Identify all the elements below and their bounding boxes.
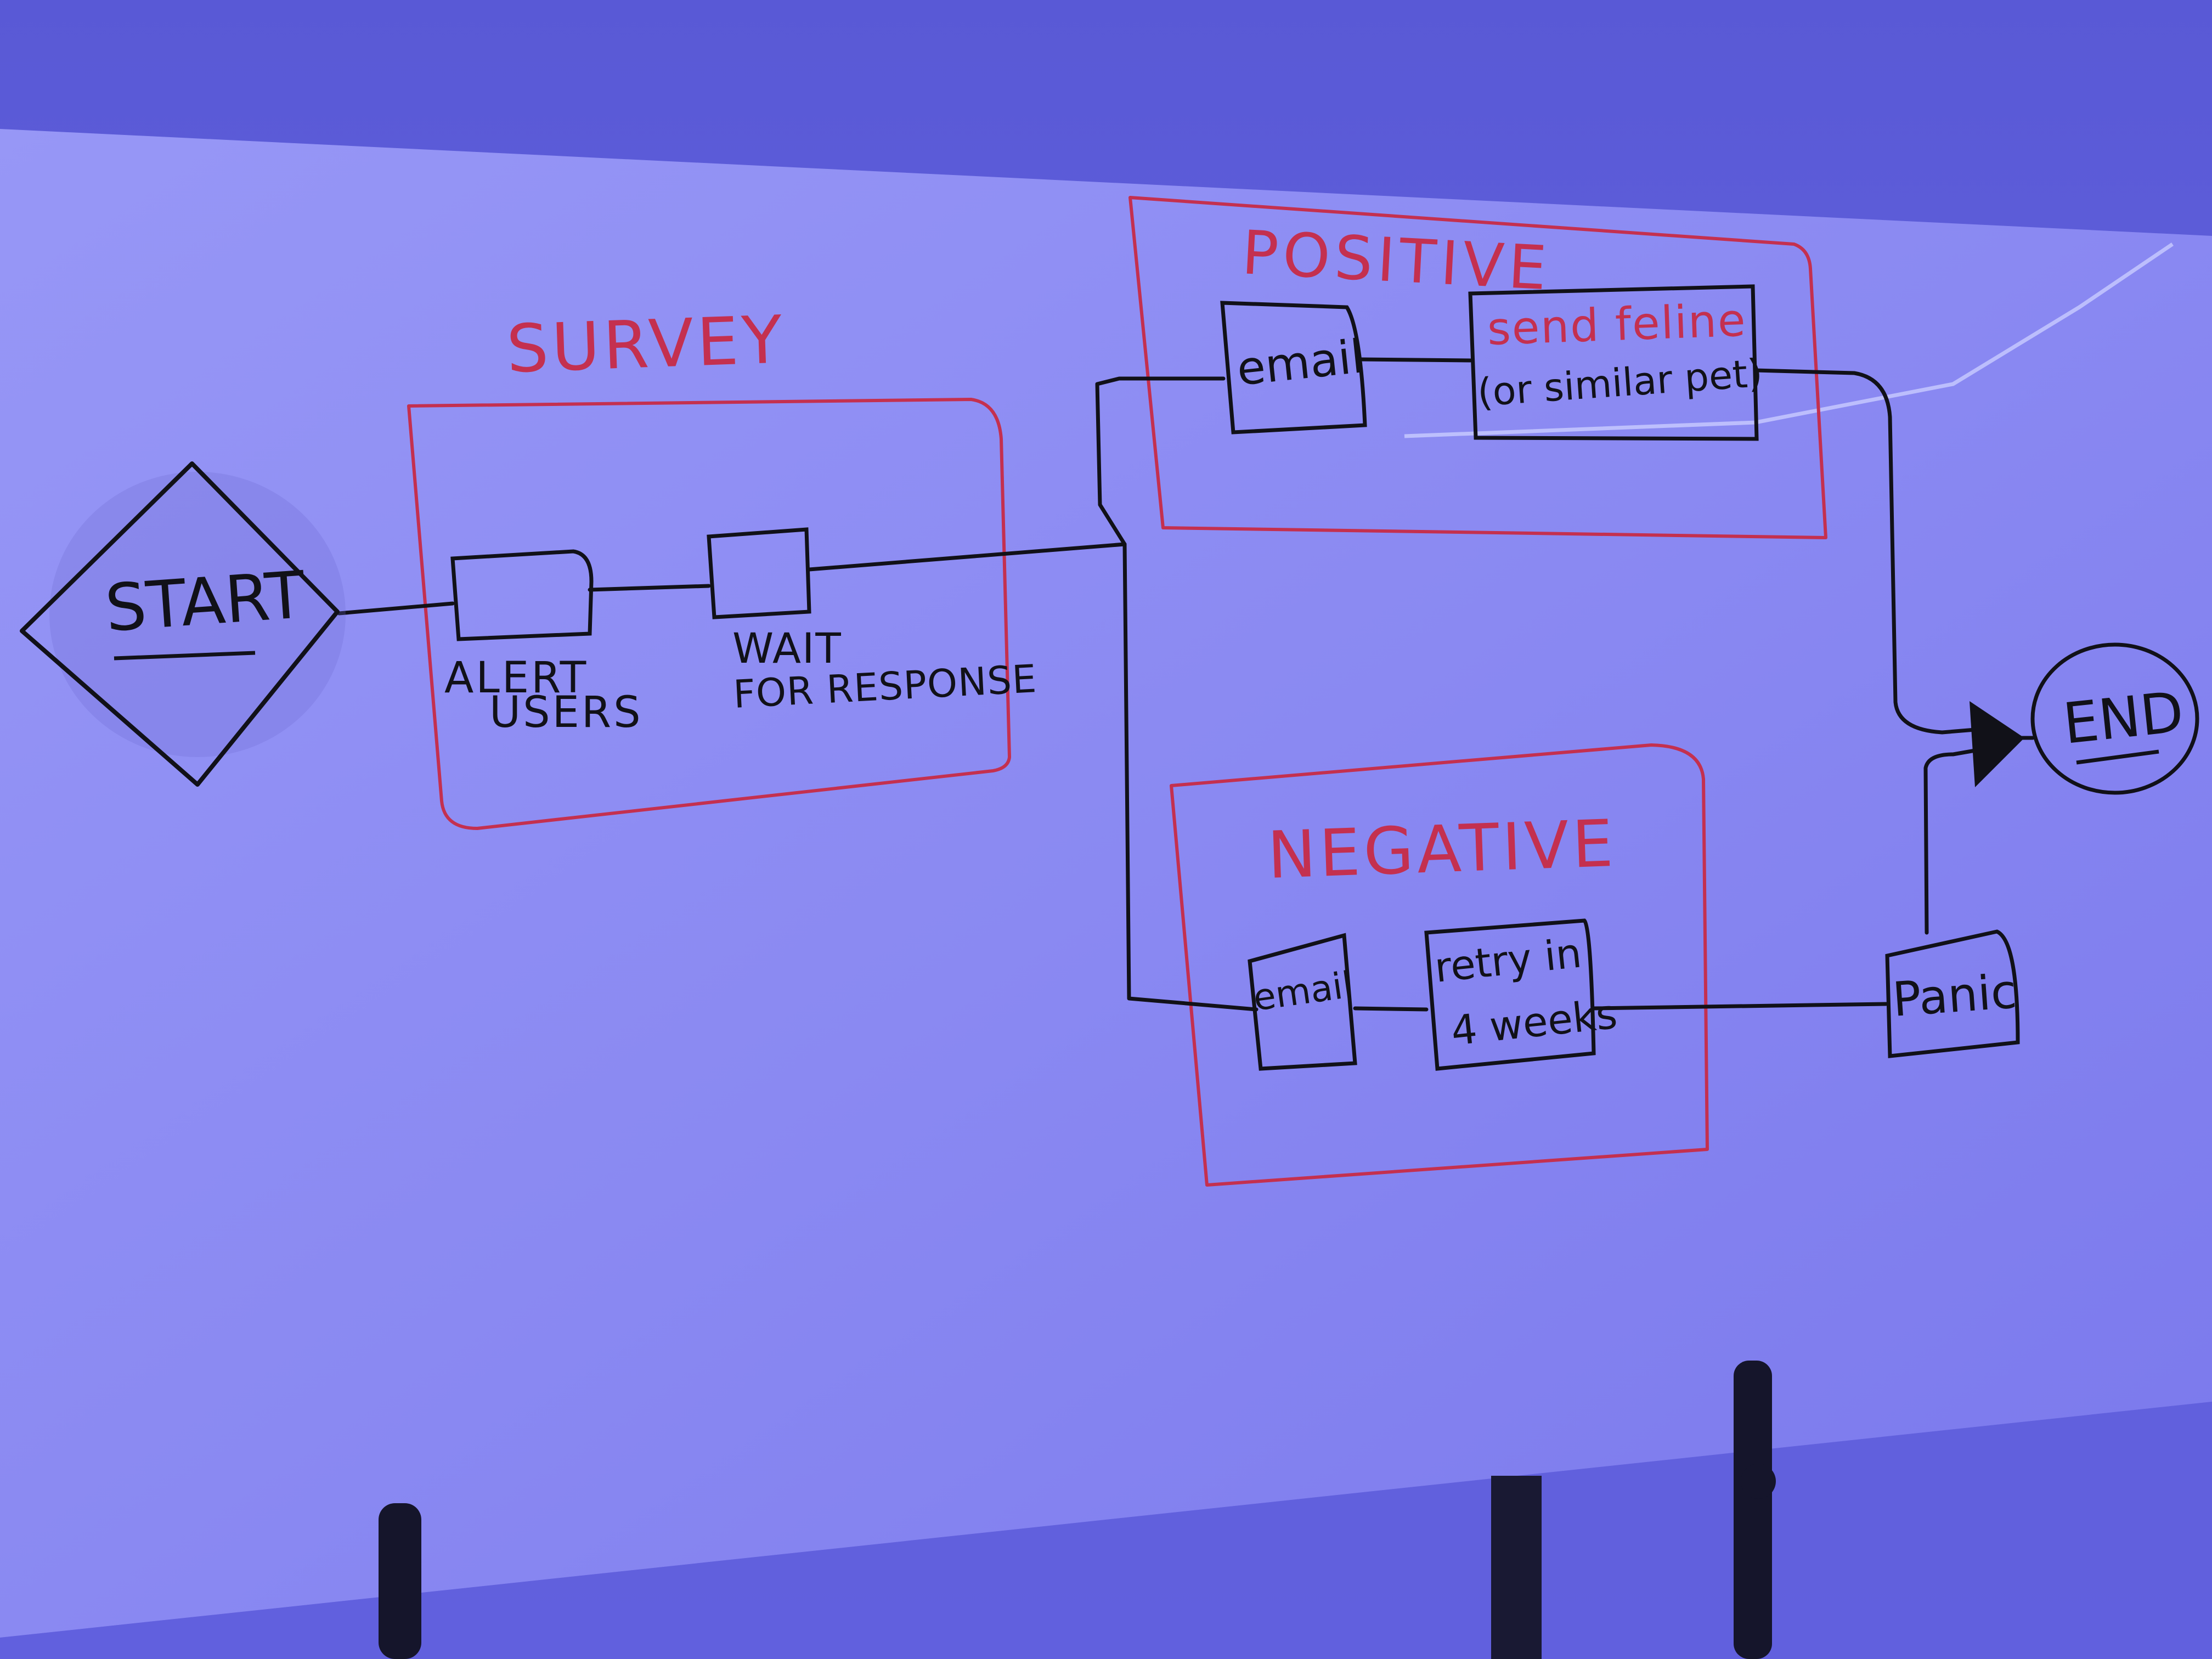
positive-group-frame bbox=[1128, 196, 1827, 539]
panic-label: Panic bbox=[1891, 964, 2018, 1028]
start-node: START bbox=[20, 461, 346, 787]
stand-middle bbox=[1491, 1476, 1542, 1659]
connector-positive-email-to-send bbox=[1357, 357, 1472, 363]
glare-streak bbox=[1404, 242, 2174, 438]
wait-label-line1: WAIT bbox=[732, 624, 842, 673]
end-node: END bbox=[2030, 642, 2199, 795]
negative-group-frame bbox=[1170, 743, 1709, 1187]
end-label: END bbox=[2060, 680, 2187, 757]
positive-email-node: email bbox=[1220, 301, 1367, 435]
connector-split-trunk bbox=[1095, 376, 1226, 546]
connector-send-to-end bbox=[1753, 368, 1977, 735]
stand-right-knob bbox=[1741, 1464, 1776, 1499]
alert-users-label-line2: USERS bbox=[489, 688, 643, 737]
connector-split-to-negative bbox=[1122, 542, 1259, 1012]
connector-alert-to-wait bbox=[588, 584, 711, 592]
send-feline-label-line1: send feline bbox=[1486, 295, 1747, 356]
survey-group-frame bbox=[407, 398, 1011, 830]
negative-title: NEGATIVE bbox=[1266, 805, 1617, 893]
survey-title: SURVEY bbox=[505, 302, 787, 388]
stand-right bbox=[1734, 1361, 1772, 1659]
board-lower-shadow bbox=[0, 1402, 2212, 1659]
connector-retry-to-panic bbox=[1592, 1002, 1888, 1011]
end-underline bbox=[2076, 749, 2159, 765]
connector-panic-to-end bbox=[1923, 748, 1977, 935]
connector-start-to-alert bbox=[337, 601, 455, 616]
whiteboard bbox=[0, 129, 2212, 1638]
positive-email-label: email bbox=[1234, 329, 1367, 396]
positive-title: POSITIVE bbox=[1240, 217, 1553, 303]
connector-wait-to-split bbox=[807, 542, 1127, 572]
alert-users-node: ALERT USERS bbox=[444, 549, 643, 737]
connector-negative-email-to-retry bbox=[1353, 1006, 1429, 1012]
stand-left bbox=[379, 1503, 421, 1659]
alert-users-label-line1: ALERT bbox=[444, 653, 588, 703]
merge-gateway bbox=[1970, 701, 2024, 787]
panic-node: Panic bbox=[1885, 929, 2020, 1058]
start-label: START bbox=[103, 557, 308, 646]
start-underline bbox=[114, 651, 256, 661]
